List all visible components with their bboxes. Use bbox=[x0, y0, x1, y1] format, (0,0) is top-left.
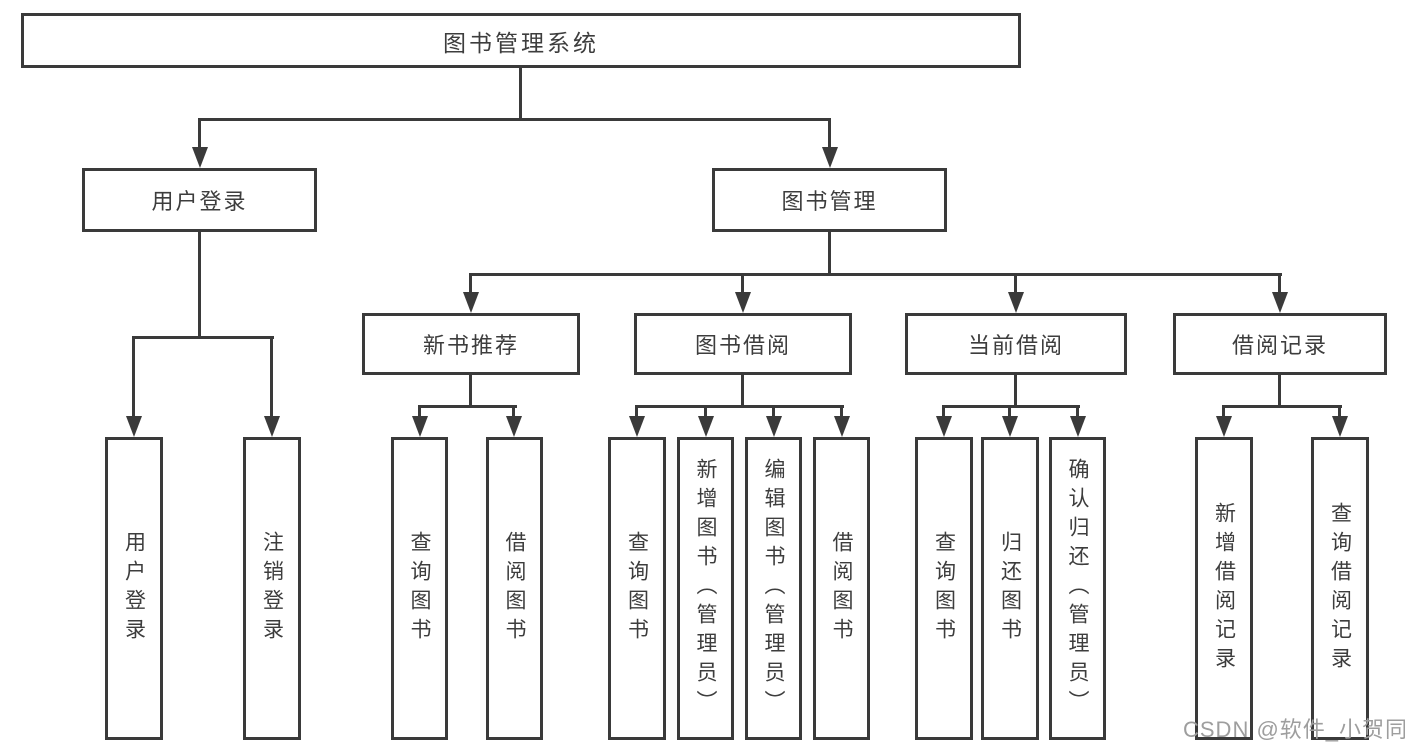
connector-line bbox=[1278, 375, 1281, 405]
connector-line bbox=[418, 405, 517, 408]
connector-line bbox=[741, 375, 744, 405]
connector-line bbox=[704, 405, 707, 419]
connector-line bbox=[470, 273, 1282, 276]
leaf-logout-label: 注销登录 bbox=[260, 530, 284, 647]
connector-line bbox=[512, 405, 515, 419]
leaf-query-borrow-record: 查询借阅记录 bbox=[1311, 437, 1369, 740]
leaf-borrow-books-borrowing-label: 借阅图书 bbox=[830, 530, 853, 647]
connector-line bbox=[198, 118, 201, 150]
connector-line bbox=[132, 336, 135, 419]
connector-line bbox=[1014, 375, 1017, 405]
connector-line bbox=[1008, 405, 1011, 419]
leaf-borrow-books-recommend-label: 借阅图书 bbox=[503, 530, 526, 647]
connector-line bbox=[1338, 405, 1341, 419]
csdn-watermark: CSDN @软件_小贺同学 bbox=[1183, 717, 1405, 742]
leaf-confirm-return-admin: 确认归还（管理员） bbox=[1049, 437, 1106, 740]
node-book-management: 图书管理 bbox=[712, 168, 947, 232]
connector-line bbox=[198, 232, 201, 336]
leaf-query-books-current-label: 查询图书 bbox=[932, 530, 956, 647]
leaf-confirm-return-admin-label: 确认归还（管理员） bbox=[1066, 458, 1089, 719]
node-book-borrowing-label: 图书借阅 bbox=[694, 333, 791, 358]
arrow-down-icon bbox=[463, 292, 479, 313]
connector-line bbox=[1278, 273, 1281, 295]
leaf-add-books-admin: 新增图书（管理员） bbox=[677, 437, 734, 740]
leaf-edit-books-admin-label: 编辑图书（管理员） bbox=[762, 458, 785, 719]
node-user-login: 用户登录 bbox=[82, 168, 317, 232]
leaf-query-borrow-record-label: 查询借阅记录 bbox=[1328, 501, 1352, 676]
connector-line bbox=[469, 273, 472, 295]
node-book-management-label: 图书管理 bbox=[781, 189, 878, 214]
arrow-down-icon bbox=[822, 147, 838, 168]
connector-line bbox=[741, 273, 744, 295]
arrow-down-icon bbox=[192, 147, 208, 168]
connector-line bbox=[519, 68, 522, 118]
arrow-down-icon bbox=[1272, 292, 1288, 313]
connector-line bbox=[942, 405, 1080, 408]
arrow-down-icon bbox=[735, 292, 751, 313]
leaf-user-login: 用户登录 bbox=[105, 437, 163, 740]
leaf-query-books-borrowing: 查询图书 bbox=[608, 437, 666, 740]
leaf-logout: 注销登录 bbox=[243, 437, 301, 740]
connector-line bbox=[635, 405, 844, 408]
leaf-edit-books-admin: 编辑图书（管理员） bbox=[745, 437, 802, 740]
node-current-borrowing-label: 当前借阅 bbox=[967, 333, 1064, 358]
arrow-down-icon bbox=[1070, 416, 1086, 437]
leaf-add-borrow-record: 新增借阅记录 bbox=[1195, 437, 1253, 740]
leaf-return-books: 归还图书 bbox=[981, 437, 1039, 740]
arrow-down-icon bbox=[936, 416, 952, 437]
arrow-down-icon bbox=[629, 416, 645, 437]
node-current-borrowing: 当前借阅 bbox=[905, 313, 1127, 375]
arrow-down-icon bbox=[1332, 416, 1348, 437]
node-library-system: 图书管理系统 bbox=[21, 13, 1021, 68]
node-library-system-label: 图书管理系统 bbox=[443, 29, 599, 56]
arrow-down-icon bbox=[506, 416, 522, 437]
connector-line bbox=[1222, 405, 1225, 419]
connector-line bbox=[133, 336, 274, 339]
connector-line bbox=[469, 375, 472, 405]
arrow-down-icon bbox=[766, 416, 782, 437]
node-book-borrowing: 图书借阅 bbox=[634, 313, 852, 375]
connector-line bbox=[942, 405, 945, 419]
node-new-book-recommend-label: 新书推荐 bbox=[422, 333, 519, 358]
connector-line bbox=[1222, 405, 1342, 408]
connector-line bbox=[270, 336, 273, 419]
connector-line bbox=[828, 118, 831, 150]
leaf-query-books-borrowing-label: 查询图书 bbox=[625, 530, 649, 647]
arrow-down-icon bbox=[834, 416, 850, 437]
leaf-borrow-books-recommend: 借阅图书 bbox=[486, 437, 543, 740]
leaf-borrow-books-borrowing: 借阅图书 bbox=[813, 437, 870, 740]
leaf-add-books-admin-label: 新增图书（管理员） bbox=[694, 458, 717, 719]
leaf-query-books-recommend-label: 查询图书 bbox=[408, 530, 431, 647]
connector-line bbox=[635, 405, 638, 419]
connector-line bbox=[840, 405, 843, 419]
node-user-login-label: 用户登录 bbox=[151, 189, 248, 214]
connector-line bbox=[828, 232, 831, 273]
leaf-query-books-current: 查询图书 bbox=[915, 437, 973, 740]
arrow-down-icon bbox=[698, 416, 714, 437]
arrow-down-icon bbox=[412, 416, 428, 437]
node-borrowing-records-label: 借阅记录 bbox=[1231, 333, 1328, 358]
leaf-return-books-label: 归还图书 bbox=[998, 530, 1022, 647]
arrow-down-icon bbox=[1002, 416, 1018, 437]
arrow-down-icon bbox=[126, 416, 142, 437]
connector-line bbox=[1014, 273, 1017, 295]
arrow-down-icon bbox=[264, 416, 280, 437]
leaf-query-books-recommend: 查询图书 bbox=[391, 437, 448, 740]
connector-line bbox=[199, 118, 831, 121]
connector-line bbox=[418, 405, 421, 419]
arrow-down-icon bbox=[1008, 292, 1024, 313]
connector-line bbox=[1076, 405, 1079, 419]
node-new-book-recommend: 新书推荐 bbox=[362, 313, 580, 375]
arrow-down-icon bbox=[1216, 416, 1232, 437]
connector-line bbox=[772, 405, 775, 419]
node-borrowing-records: 借阅记录 bbox=[1173, 313, 1387, 375]
leaf-add-borrow-record-label: 新增借阅记录 bbox=[1212, 501, 1236, 676]
leaf-user-login-label: 用户登录 bbox=[122, 530, 146, 647]
